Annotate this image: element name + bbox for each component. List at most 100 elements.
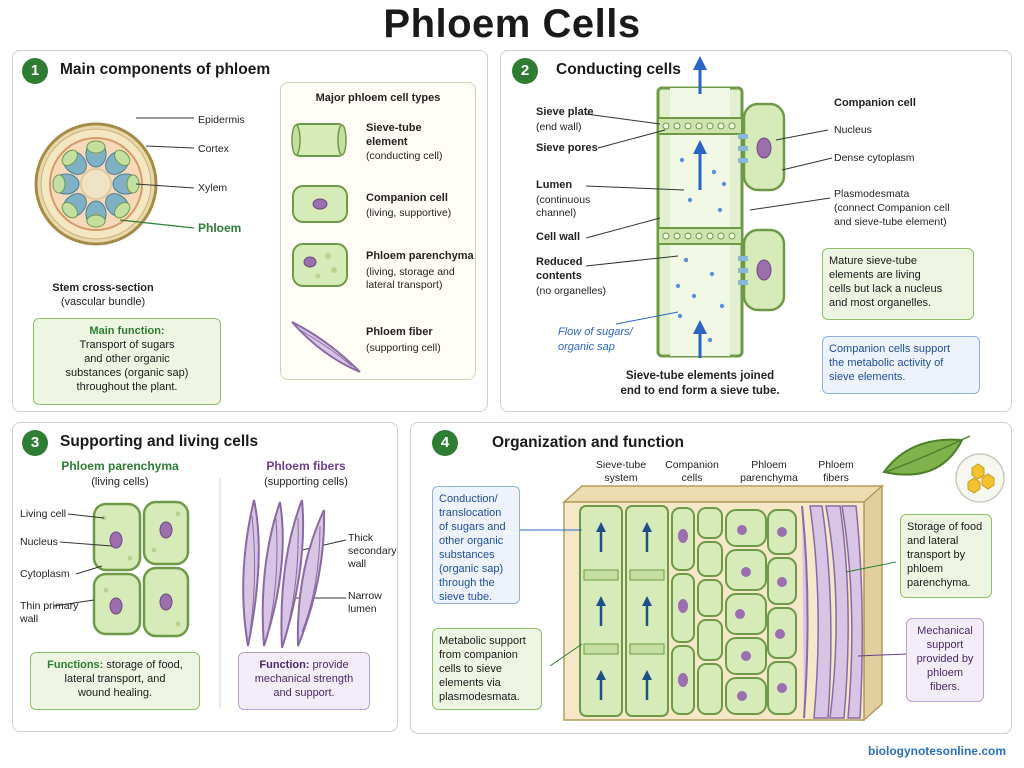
label-lumen-sub-1: (continuous [536, 194, 591, 206]
label-dense-cytoplasm: Dense cytoplasm [834, 152, 915, 164]
label-flow-1: Flow of sugars/ [558, 326, 633, 338]
vascular-bundle [61, 149, 87, 175]
col-parenchyma-2: parenchyma [740, 472, 798, 484]
main-function-line: substances (organic sap) [65, 367, 189, 379]
main-function-line: and other organic [84, 353, 170, 365]
companion-support-note: Companion cells support the metabolic ac… [822, 336, 980, 394]
label-sieve-plate: Sieve plate [536, 106, 594, 118]
label-reduced-sub: (no organelles) [536, 285, 607, 297]
storage-line: and lateral [907, 535, 959, 547]
flow-arrowhead [642, 670, 652, 680]
metabolic-support-note: Metabolic support from companion cells t… [432, 628, 542, 710]
functions-line-1: Functions: storage of food, [37, 658, 193, 672]
sugar-dot [675, 283, 681, 289]
vascular-bundle [52, 173, 80, 195]
panel-2-leader-lines [585, 113, 833, 325]
label-phloem: Phloem [198, 221, 242, 235]
sieve-pore [684, 122, 692, 130]
panel-4-number: 4 [432, 430, 458, 456]
metabolic-line: plasmodesmata. [439, 691, 520, 703]
type-sieve-tube-name-2: element [366, 136, 408, 148]
mechanical-line: provided by [916, 653, 974, 665]
sieve-pore [695, 232, 703, 240]
label-xylem: Xylem [198, 182, 228, 194]
metabolic-line: Metabolic support [439, 635, 526, 647]
sugar-dot [719, 303, 725, 309]
col-fibers-2: fibers [823, 472, 849, 484]
mechanical-line: fibers. [930, 681, 960, 693]
storage-note: Storage of food and lateral transport by… [900, 514, 992, 598]
functions-text: storage of food, [106, 659, 183, 671]
label-thick-2: secondary [348, 545, 397, 557]
label-cytoplasm: Cytoplasm [20, 568, 70, 580]
sugar-dot [707, 337, 713, 343]
sieve-pore [728, 122, 736, 130]
col-fibers-1: Phloem [818, 459, 854, 471]
panel-1-number: 1 [22, 58, 48, 84]
sieve-tube-element-icon [291, 123, 347, 157]
label-reduced: Reduced [536, 256, 583, 268]
label-plasmodesmata: Plasmodesmata [834, 188, 910, 200]
conduction-line: substances [439, 549, 495, 561]
flow-arrowhead [596, 596, 606, 606]
label-plasmodesmata-sub-2: and sieve-tube element) [834, 216, 947, 228]
type-sieve-tube-name: Sieve-tube [366, 122, 422, 134]
sugar-dot [691, 293, 697, 299]
stem-caption-line-1: Stem cross-section [52, 282, 154, 294]
storage-line: Storage of food [907, 521, 983, 533]
col-sieve-tube-2: system [604, 472, 638, 484]
label-companion-cell: Companion cell [834, 97, 916, 109]
sieve-pore [706, 232, 714, 240]
sugar-dot [717, 207, 723, 213]
label-thick-3: wall [348, 558, 367, 570]
function-text: provide [312, 659, 349, 671]
storage-line: parenchyma. [907, 577, 971, 589]
type-parenchyma-desc: (living, storage and [366, 266, 455, 278]
sugar-dot [687, 197, 693, 203]
label-narrow-1: Narrow [348, 590, 382, 602]
vascular-bundle [85, 200, 107, 228]
mature-line: Mature sieve-tube [829, 255, 918, 267]
tissue-block-diagram [562, 484, 884, 722]
type-sieve-tube-desc: (conducting cell) [366, 150, 443, 162]
mechanical-line: support [926, 639, 964, 651]
mature-sieve-note: Mature sieve-tube elements are living ce… [822, 248, 974, 320]
parenchyma-functions-box: Functions: storage of food, lateral tran… [30, 652, 200, 710]
type-companion-desc: (living, supportive) [366, 207, 452, 219]
vascular-bundle [105, 149, 131, 175]
panel-3-number: 3 [22, 430, 48, 456]
type-companion-name: Companion cell [366, 192, 448, 204]
cell-types-title: Major phloem cell types [315, 92, 441, 104]
parenchyma-sub: (living cells) [91, 476, 149, 488]
flow-arrowhead [596, 670, 606, 680]
vascular-bundle [61, 193, 87, 219]
conduction-line: (organic sap) [439, 563, 504, 575]
label-living-cell: Living cell [20, 508, 67, 520]
page-title: Phloem Cells [383, 2, 641, 46]
label-narrow-2: lumen [348, 603, 377, 615]
storage-line: phloem [907, 563, 944, 575]
conduction-line: other organic [439, 535, 504, 547]
label-sieve-plate-sub: (end wall) [536, 121, 582, 133]
sieve-pore [673, 232, 681, 240]
mechanical-line: Mechanical [917, 625, 973, 637]
label-thin-wall-2: wall [20, 613, 39, 625]
main-function-line: Transport of sugars [79, 339, 175, 351]
conduction-line: translocation [439, 507, 502, 519]
functions-line: wound healing. [77, 687, 152, 699]
conduction-line: through the [439, 577, 495, 589]
sieve-pore [717, 232, 725, 240]
panel-1-title: Main components of phloem [60, 61, 271, 78]
sieve-pore [662, 232, 670, 240]
conduction-line: Conduction/ [439, 493, 498, 505]
functions-line: lateral transport, and [64, 673, 166, 685]
panel-2-number: 2 [512, 58, 538, 84]
type-fiber-name: Phloem fiber [366, 326, 433, 338]
conduction-line: of sugars and [439, 521, 506, 533]
panel-2-title: Conducting cells [556, 61, 681, 78]
panel-3-leader-lines [53, 478, 347, 708]
col-companion-1: Companion [665, 459, 719, 471]
metabolic-line: elements via [439, 677, 501, 689]
sugar-dot [679, 157, 685, 163]
label-reduced-2: contents [536, 270, 582, 282]
